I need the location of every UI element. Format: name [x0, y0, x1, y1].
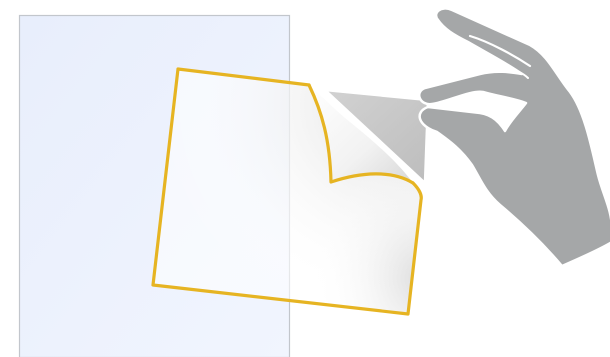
hand-silhouette — [419, 8, 610, 266]
hand-icon — [419, 8, 610, 266]
